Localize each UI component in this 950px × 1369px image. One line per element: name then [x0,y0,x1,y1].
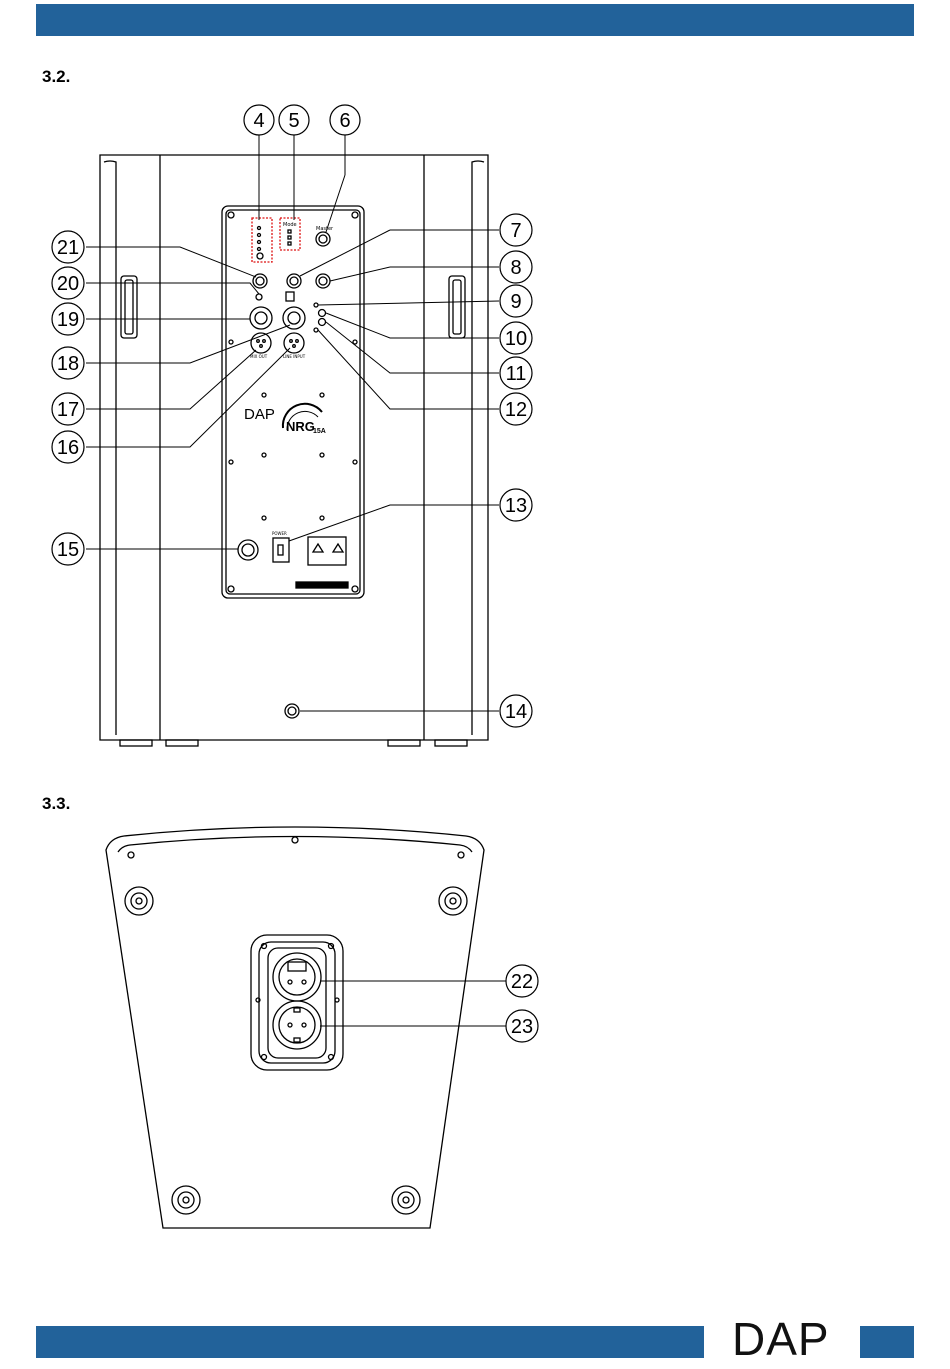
speaker-bottom-cabinet [106,827,484,1228]
panel-power-label: POWER [272,531,287,536]
panel-line-input-label: LINE INPUT [283,354,306,359]
callout-7: 7 [510,220,521,242]
panel-master-label: Master [316,226,334,232]
callout-6: 6 [339,110,350,132]
callout-12: 12 [505,399,527,421]
callout-14: 14 [505,701,527,723]
speaker-rear-cabinet [100,155,488,746]
panel-mode-label: Mode [283,222,297,228]
callout-5: 5 [288,110,299,132]
callout-4: 4 [253,110,264,132]
panel-print: Master Mode MIX OUT LINE INPUT POWER DAP… [244,222,334,536]
callout-21: 21 [57,237,79,259]
callout-10: 10 [505,328,527,350]
footer-square [860,1326,914,1358]
callout-17: 17 [57,399,79,421]
callout-9: 9 [510,291,521,313]
callout-18: 18 [57,353,79,375]
panel-logo-nrg: NRG [286,419,315,434]
leader-lines-bottom [320,981,506,1026]
footer-bar [36,1326,704,1358]
panel-mix-out-label: MIX OUT [250,354,268,359]
callout-numbers-bottom: 22 23 [511,971,533,1038]
callout-15: 15 [57,539,79,561]
callout-23: 23 [511,1016,533,1038]
footer-brand: DAP [732,1316,830,1362]
callout-16: 16 [57,437,79,459]
panel-logo-dap: DAP [244,406,275,423]
callout-22: 22 [511,971,533,993]
callout-11: 11 [506,363,527,385]
callout-13: 13 [505,495,527,517]
panel-logo-model: 15A [313,428,326,435]
callout-circles-rear [52,105,532,727]
callout-8: 8 [510,257,521,279]
callout-19: 19 [57,309,79,331]
callout-20: 20 [57,273,79,295]
